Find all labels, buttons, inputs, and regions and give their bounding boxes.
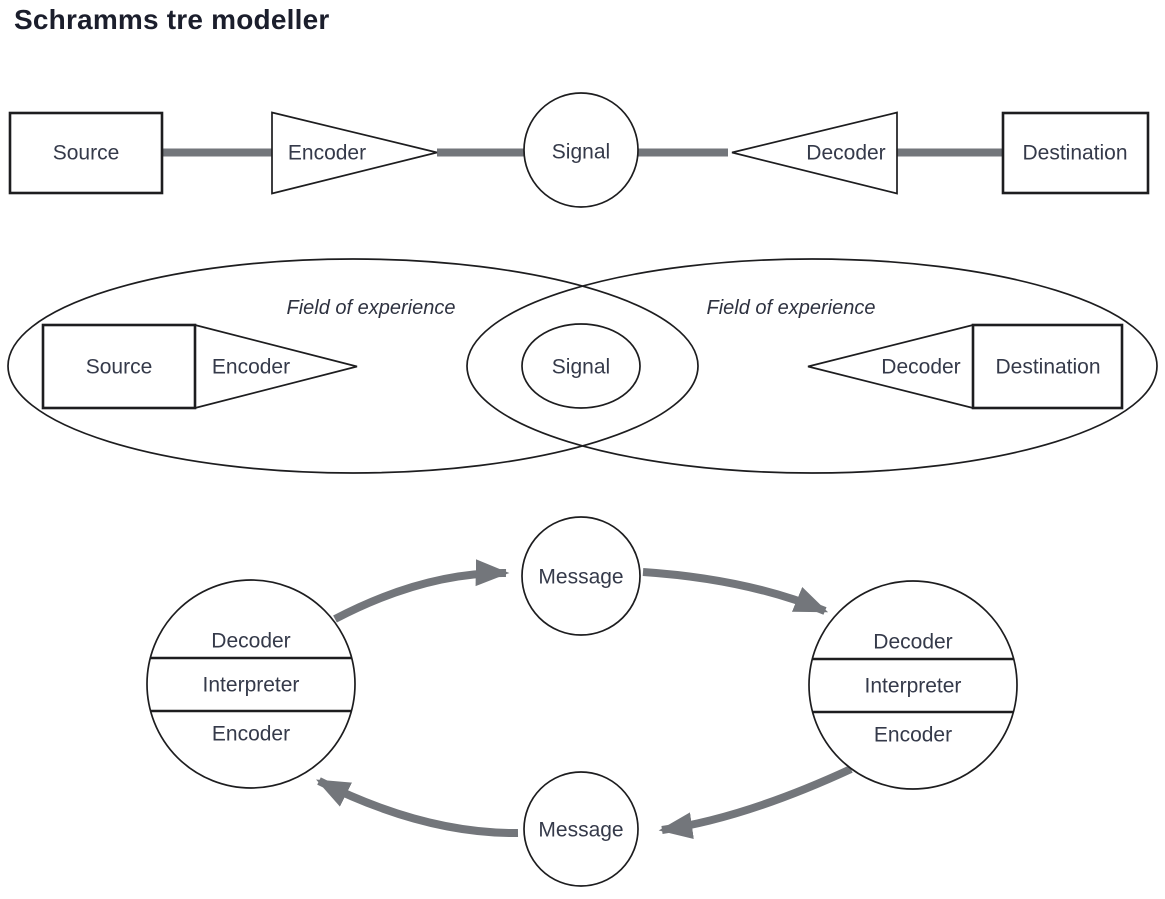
model3-left-participant-circle (146, 579, 356, 789)
model3-arrow-right-to-bottom-message (658, 765, 853, 839)
model1-decoder-label: Decoder (806, 142, 885, 165)
model3-left-interpreter-label: Interpreter (203, 674, 300, 697)
model3-left-encoder-label: Encoder (212, 723, 290, 746)
model2-decoder-label: Decoder (881, 356, 960, 379)
model2-right-field-ellipse (466, 258, 1158, 474)
model3-circular-diagram: Message Message Decoder Interpreter Enco… (146, 516, 1018, 887)
model2-right-field-label: Field of experience (707, 297, 876, 319)
model3-right-encoder-label: Encoder (874, 724, 952, 747)
model2-destination-label: Destination (995, 356, 1100, 379)
model1-source-label: Source (53, 142, 120, 165)
model2-encoder-label: Encoder (212, 356, 290, 379)
model3-bottom-message-circle (523, 771, 639, 887)
model3-arrow-bottom-message-to-left (316, 777, 519, 838)
model2-left-field-label: Field of experience (287, 297, 456, 319)
model2-signal-ellipse (521, 323, 641, 409)
model3-top-message-circle (521, 516, 641, 636)
model1-decoder-triangle (731, 111, 898, 195)
model1-destination-label: Destination (1022, 142, 1127, 165)
model3-arrow-top-message-to-right (642, 568, 829, 615)
model2-destination-box (971, 323, 1124, 410)
model3-left-decoder-label: Decoder (211, 630, 290, 653)
model3-right-participant-circle (808, 580, 1018, 790)
model1-signal-circle (523, 92, 639, 208)
model1-linear-diagram: Source Encoder Signal Decoder Destinatio… (8, 92, 1150, 208)
model2-left-field-ellipse (7, 258, 699, 474)
model3-right-decoder-label: Decoder (873, 631, 952, 654)
model2-signal-label: Signal (552, 356, 610, 379)
model1-signal-label: Signal (552, 141, 610, 164)
model2-field-of-experience-diagram: Field of experience Field of experience … (7, 258, 1158, 474)
model1-destination-box (1001, 111, 1150, 195)
model3-bottom-message-label: Message (538, 819, 623, 842)
model3-right-interpreter-label: Interpreter (865, 675, 962, 698)
model1-encoder-triangle (271, 111, 438, 195)
model2-source-box (41, 323, 197, 410)
model3-top-message-label: Message (538, 566, 623, 589)
model2-source-label: Source (86, 356, 153, 379)
model3-arrow-left-to-top-message (333, 559, 510, 623)
page-title: Schramms tre modeller (14, 4, 330, 35)
model1-source-box (8, 111, 164, 195)
model1-encoder-label: Encoder (288, 142, 366, 165)
